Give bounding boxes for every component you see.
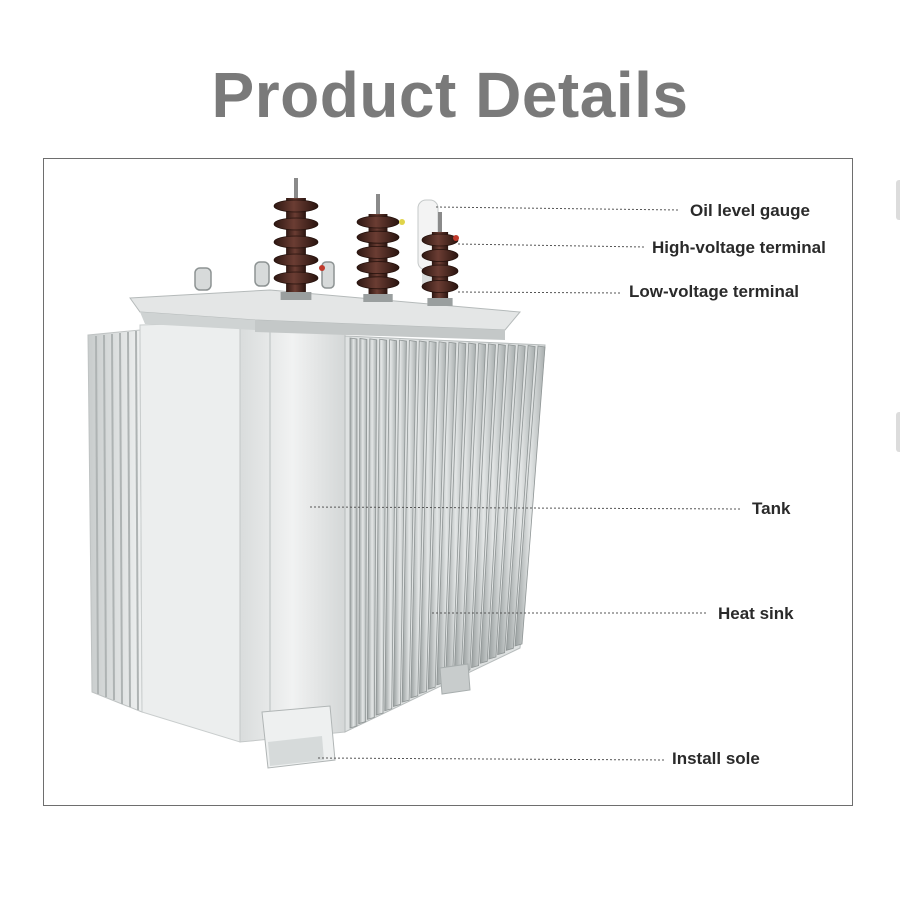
heat-sink-fin — [479, 343, 506, 664]
bushing-shed — [273, 199, 319, 213]
bushing-shed — [273, 235, 319, 249]
heat-sink-fin — [419, 340, 437, 695]
bushing-shed — [356, 215, 400, 229]
edge-scroll-mark — [896, 180, 900, 220]
heat-sink-fin — [401, 340, 417, 703]
tank-side-panel — [139, 321, 241, 743]
heat-sink-fin — [514, 345, 546, 647]
bushing-flange — [280, 292, 312, 300]
heat-sink-fin — [366, 338, 378, 720]
label-tank: Tank — [752, 499, 791, 518]
bushing-shed — [421, 264, 459, 278]
install-sole — [261, 663, 471, 769]
lifting-lugs — [194, 261, 335, 291]
bushing-flange — [427, 298, 453, 306]
tank-body — [239, 321, 346, 743]
indicator-dot — [319, 265, 325, 271]
heat-sink-fin — [358, 337, 368, 725]
heat-sink-fin — [375, 338, 388, 716]
bushing-shed — [356, 261, 400, 275]
heat-sink-fin — [505, 345, 536, 651]
heat-sink-fin — [497, 344, 526, 656]
label-install-sole: Install sole — [672, 749, 760, 768]
left-heat-sink — [87, 329, 143, 713]
indicator-dot — [453, 235, 459, 241]
edge-scroll-mark — [896, 412, 900, 452]
bushing-shed — [421, 249, 459, 262]
bushing-shed — [421, 233, 459, 247]
bushing-shed — [421, 280, 459, 293]
bushing-rod — [438, 212, 442, 236]
bushing-shed — [356, 276, 400, 290]
page-title: Product Details — [211, 59, 689, 131]
label-high-voltage-terminal: High-voltage terminal — [652, 238, 826, 257]
bushing-shed — [356, 245, 400, 259]
bushing-shed — [273, 253, 319, 267]
heat-sink-fin — [471, 343, 496, 669]
label-oil-level-gauge: Oil level gauge — [690, 201, 810, 220]
heat-sink-fin — [410, 340, 427, 699]
bushing-shed — [356, 230, 400, 244]
heat-sink-fin — [427, 341, 447, 690]
heat-sink-fin — [349, 337, 358, 729]
high-voltage-bushings — [273, 178, 459, 306]
bushing-rod — [376, 194, 380, 218]
label-low-voltage-terminal: Low-voltage terminal — [629, 282, 800, 301]
bushing-shed — [273, 217, 319, 231]
indicator-dot — [399, 219, 405, 225]
bushing-rod — [294, 178, 298, 202]
heat-sink-fin — [488, 344, 516, 660]
leader-lines — [309, 206, 741, 761]
bushing-shed — [273, 271, 319, 285]
bushing-flange — [363, 294, 393, 302]
heat-sink-fin — [384, 339, 397, 712]
heat-sink-fin — [393, 339, 407, 707]
diagram-frame — [43, 158, 853, 806]
label-heat-sink: Heat sink — [718, 604, 794, 623]
